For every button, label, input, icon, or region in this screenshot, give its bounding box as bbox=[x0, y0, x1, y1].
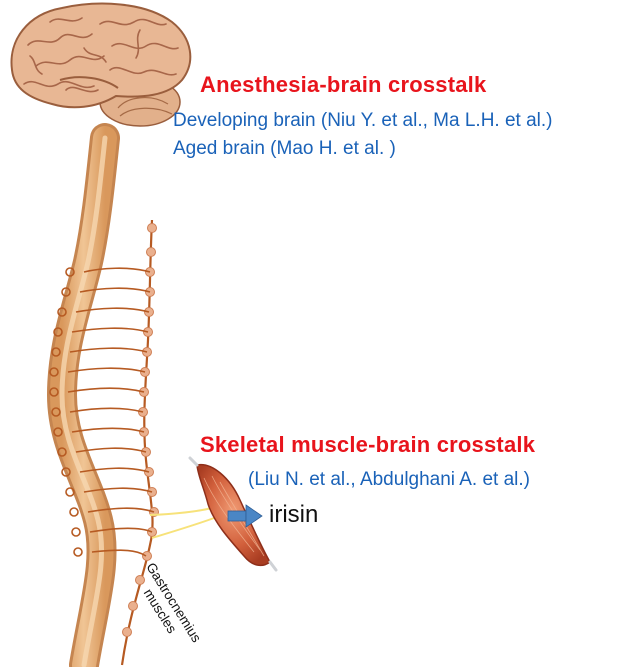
brain bbox=[10, 2, 192, 127]
muscle-nerves bbox=[149, 507, 215, 539]
skeletal-muscle-reference: (Liu N. et al., Abdulghani A. et al.) bbox=[248, 469, 531, 490]
skeletal-crosstalk-title: Skeletal muscle-brain crosstalk bbox=[200, 432, 536, 457]
aged-brain-reference: Aged brain (Mao H. et al. ) bbox=[173, 138, 396, 159]
developing-brain-reference: Developing brain (Niu Y. et al., Ma L.H.… bbox=[173, 110, 553, 131]
spinal-nerves bbox=[49, 267, 155, 557]
spinal-cord bbox=[46, 123, 120, 667]
irisin-label: irisin bbox=[269, 501, 319, 528]
cerebrum bbox=[10, 2, 192, 109]
secretion-arrow bbox=[227, 504, 263, 528]
sympathetic-chain bbox=[120, 219, 159, 666]
anesthesia-crosstalk-title: Anesthesia-brain crosstalk bbox=[200, 72, 487, 97]
